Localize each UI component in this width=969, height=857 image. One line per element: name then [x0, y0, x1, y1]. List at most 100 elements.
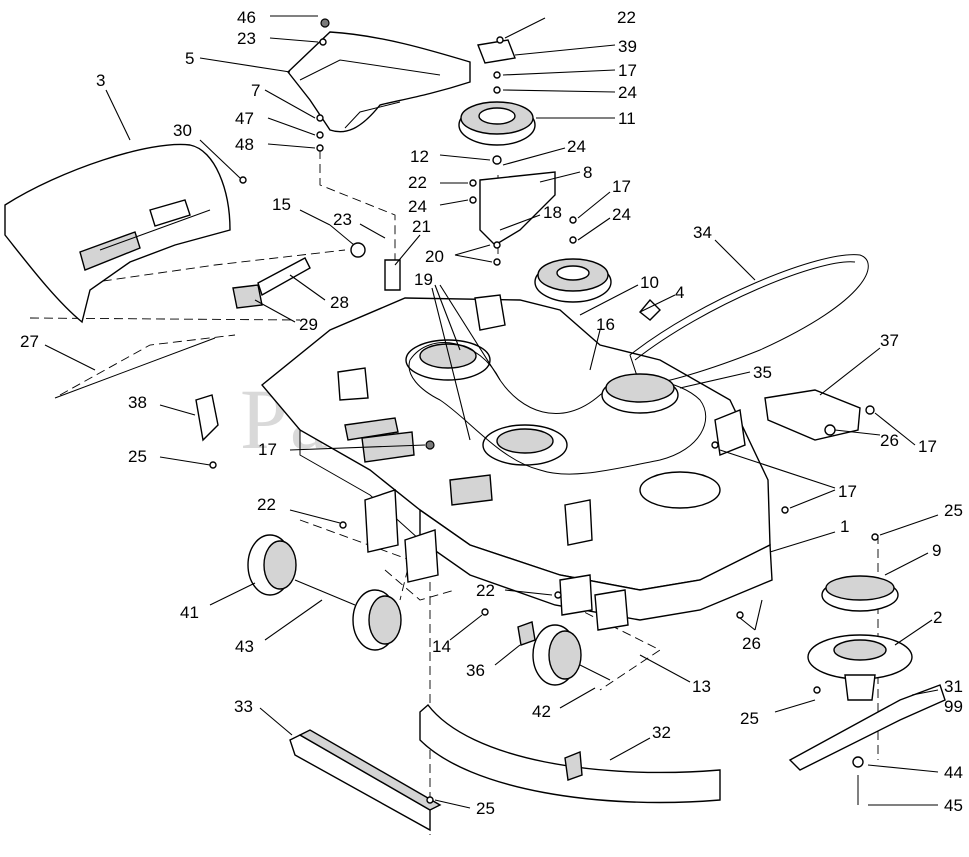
callout-18: 18: [499, 203, 562, 231]
callout-4: 4: [639, 283, 684, 313]
callout-9: 9: [884, 541, 941, 576]
callout-8: 8: [539, 163, 592, 183]
callout-42: 42: [532, 687, 596, 721]
callout-1: 1: [769, 517, 849, 553]
svg-text:39: 39: [618, 37, 637, 56]
callout-48: 48: [235, 135, 316, 154]
callout-36: 36: [466, 644, 521, 680]
svg-text:17: 17: [612, 177, 631, 196]
callout-25: 25: [434, 799, 495, 818]
svg-text:24: 24: [612, 205, 631, 224]
callout-22: 22: [408, 173, 468, 192]
callout-22: 22: [504, 8, 636, 39]
bracket-part-37: [764, 389, 861, 441]
callout-47: 47: [235, 109, 316, 136]
callout-24: 24: [577, 205, 631, 241]
svg-text:21: 21: [412, 217, 431, 236]
svg-text:24: 24: [618, 83, 637, 102]
svg-text:20: 20: [425, 247, 444, 266]
callout-35: 35: [679, 363, 772, 389]
callouts: 46 23 5 3 7 47 48 30 15 23 21 28 29 27 2…: [20, 8, 963, 818]
pulley-part-9: [821, 575, 899, 612]
spacer-part-36: [517, 621, 536, 646]
svg-text:4: 4: [675, 283, 684, 302]
callout-17: 17: [874, 412, 937, 456]
svg-text:23: 23: [333, 210, 352, 229]
svg-text:22: 22: [617, 8, 636, 27]
svg-text:12: 12: [410, 147, 429, 166]
callout-23: 23: [237, 29, 319, 48]
spring-part-29: [232, 257, 311, 309]
svg-text:36: 36: [466, 661, 485, 680]
svg-text:30: 30: [173, 121, 192, 140]
callout-22: 22: [476, 581, 553, 600]
callout-27: 27: [20, 332, 96, 371]
svg-text:29: 29: [299, 315, 318, 334]
baffle-part-32: [419, 703, 721, 804]
svg-text:11: 11: [618, 109, 636, 128]
idler-pulley-part-10: [534, 258, 612, 303]
svg-text:22: 22: [408, 173, 427, 192]
callout-30: 30: [173, 121, 241, 179]
callout-44: 44: [867, 763, 963, 782]
svg-text:43: 43: [235, 637, 254, 656]
svg-text:25: 25: [944, 501, 963, 520]
callout-39: 39: [514, 37, 637, 56]
svg-text:17: 17: [838, 482, 857, 501]
callout-29: 29: [254, 299, 318, 334]
svg-text:25: 25: [128, 447, 147, 466]
callout-41: 41: [180, 582, 256, 622]
callout-99: 99: [944, 697, 963, 716]
callout-23: 23: [333, 210, 386, 239]
callout-22: 22: [257, 495, 341, 524]
wheel-part-41: [247, 534, 297, 596]
svg-text:46: 46: [237, 8, 256, 27]
svg-text:38: 38: [128, 393, 147, 412]
callout-17: 17: [577, 177, 631, 219]
callout-37: 37: [819, 331, 899, 396]
callout-12: 12: [410, 147, 491, 166]
callout-21: 21: [394, 217, 431, 266]
engine-belt-part-34: [629, 254, 869, 386]
blade-part-31: [788, 684, 946, 771]
svg-text:3: 3: [96, 71, 105, 90]
svg-text:8: 8: [583, 163, 592, 182]
svg-text:32: 32: [652, 723, 671, 742]
callout-33: 33: [234, 697, 293, 736]
idler-arm-part-8: [479, 171, 556, 246]
callout-17: 17: [502, 61, 637, 80]
svg-text:22: 22: [257, 495, 276, 514]
svg-text:37: 37: [880, 331, 899, 350]
svg-text:26: 26: [742, 634, 761, 653]
callout-26: 26: [834, 429, 899, 450]
svg-text:25: 25: [476, 799, 495, 818]
callout-11: 11: [536, 109, 636, 128]
svg-text:34: 34: [693, 223, 712, 242]
callout-20: 20: [425, 244, 493, 266]
svg-text:24: 24: [567, 137, 586, 156]
callout-19: 19: [414, 270, 501, 441]
callout-2: 2: [894, 608, 942, 646]
svg-text:41: 41: [180, 603, 199, 622]
svg-text:45: 45: [944, 796, 963, 815]
callout-32: 32: [609, 723, 671, 761]
svg-text:23: 23: [237, 29, 256, 48]
svg-text:47: 47: [235, 109, 254, 128]
callout-34: 34: [693, 223, 756, 281]
callout-14: 14: [432, 614, 483, 656]
discharge-chute-part-3: [4, 143, 231, 324]
callout-16: 16: [589, 315, 615, 371]
svg-text:44: 44: [944, 763, 963, 782]
callout-13: 13: [639, 654, 711, 696]
spindle-part-2: [807, 634, 913, 701]
svg-text:17: 17: [918, 437, 937, 456]
svg-text:17: 17: [618, 61, 637, 80]
svg-text:15: 15: [272, 195, 291, 214]
callout-25: 25: [128, 447, 211, 466]
callout-46: 46: [237, 8, 318, 27]
svg-text:24: 24: [408, 197, 427, 216]
callout-24: 24: [502, 83, 637, 102]
callout-10: 10: [579, 273, 659, 316]
